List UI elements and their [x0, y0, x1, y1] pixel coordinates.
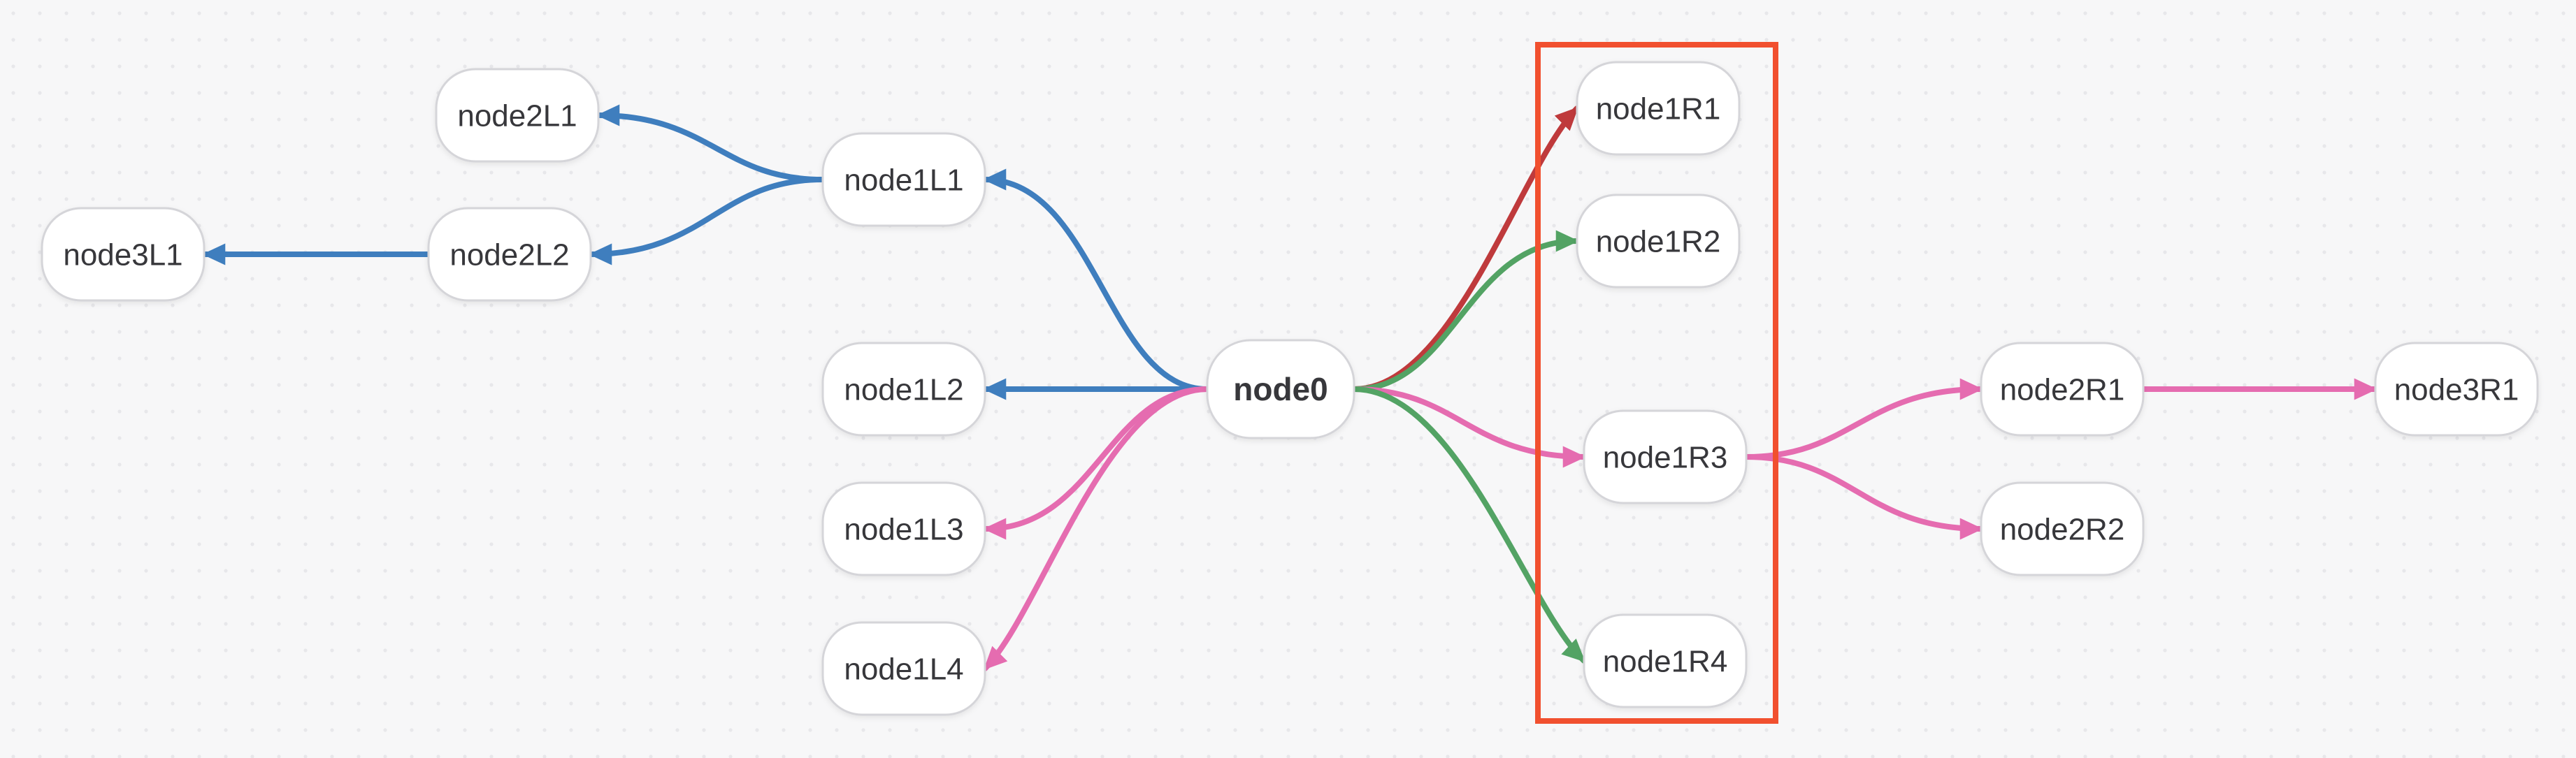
- node-label: node2L1: [457, 99, 577, 133]
- node-layer: node0 node1L1 node1L2 node1L3 node1L4 node2L1…: [41, 61, 2539, 716]
- edge-node1L1-node2L1[interactable]: [596, 104, 826, 182]
- node-node0[interactable]: node0: [1206, 339, 1355, 439]
- node-shape[interactable]: [1576, 61, 1741, 156]
- node-label: node1R2: [1596, 224, 1721, 258]
- node-shape[interactable]: [821, 481, 986, 576]
- node-shape[interactable]: [821, 621, 986, 716]
- node-shape[interactable]: [427, 207, 592, 302]
- node-label: node2L2: [449, 238, 569, 272]
- node-label: node1R1: [1596, 92, 1721, 126]
- node-shape[interactable]: [2374, 342, 2539, 437]
- node-node1L3[interactable]: node1L3: [821, 481, 986, 576]
- node-node1R3[interactable]: node1R3: [1583, 409, 1748, 504]
- node-label: node1L4: [844, 652, 963, 686]
- node-node1L2[interactable]: node1L2: [821, 342, 986, 437]
- node-shape[interactable]: [821, 342, 986, 437]
- node-node3L1[interactable]: node3L1: [41, 207, 206, 302]
- node-node1L1[interactable]: node1L1: [821, 132, 986, 227]
- edge-node1L1-node2L2[interactable]: [588, 177, 826, 265]
- node-node3R1[interactable]: node3R1: [2374, 342, 2539, 437]
- edge-node0-node1R4[interactable]: [1351, 386, 1587, 664]
- edge-node0-node1L1[interactable]: [982, 168, 1210, 392]
- node-label: node1L1: [844, 163, 963, 197]
- node-shape[interactable]: [1576, 194, 1741, 289]
- edge-node1R3-node2R2[interactable]: [1743, 454, 1984, 540]
- node-node2R1[interactable]: node2R1: [1980, 342, 2145, 437]
- node-node2L2[interactable]: node2L2: [427, 207, 592, 302]
- node-shape[interactable]: [821, 132, 986, 227]
- node-node1R2[interactable]: node1R2: [1576, 194, 1741, 289]
- edge-layer: [201, 104, 2378, 671]
- node-shape[interactable]: [435, 68, 600, 163]
- node-node1L4[interactable]: node1L4: [821, 621, 986, 716]
- node-label: node3R1: [2394, 372, 2519, 407]
- node-label: node2R2: [2000, 512, 2125, 546]
- node-shape[interactable]: [1206, 339, 1355, 439]
- node-label: node1L3: [844, 512, 963, 546]
- node-shape[interactable]: [41, 207, 206, 302]
- edge-node0-node1R3[interactable]: [1351, 386, 1587, 468]
- node-label: node0: [1233, 371, 1327, 407]
- group-highlight-box: [1535, 42, 1778, 724]
- node-node2L1[interactable]: node2L1: [435, 68, 600, 163]
- edge-node0-node1L4[interactable]: [982, 386, 1210, 671]
- node-node2R2[interactable]: node2R2: [1980, 481, 2145, 576]
- node-node1R4[interactable]: node1R4: [1583, 613, 1748, 708]
- node-label: node3L1: [63, 238, 182, 272]
- edge-node1R3-node2R1[interactable]: [1743, 378, 1984, 460]
- node-node1R1[interactable]: node1R1: [1576, 61, 1741, 156]
- node-label: node2R1: [2000, 372, 2125, 407]
- node-label: node1R4: [1603, 644, 1728, 678]
- node-label: node1R3: [1603, 440, 1728, 474]
- node-label: node1L2: [844, 372, 963, 407]
- node-shape[interactable]: [1980, 342, 2145, 437]
- node-shape[interactable]: [1583, 409, 1748, 504]
- node-shape[interactable]: [1583, 613, 1748, 708]
- node-shape[interactable]: [1980, 481, 2145, 576]
